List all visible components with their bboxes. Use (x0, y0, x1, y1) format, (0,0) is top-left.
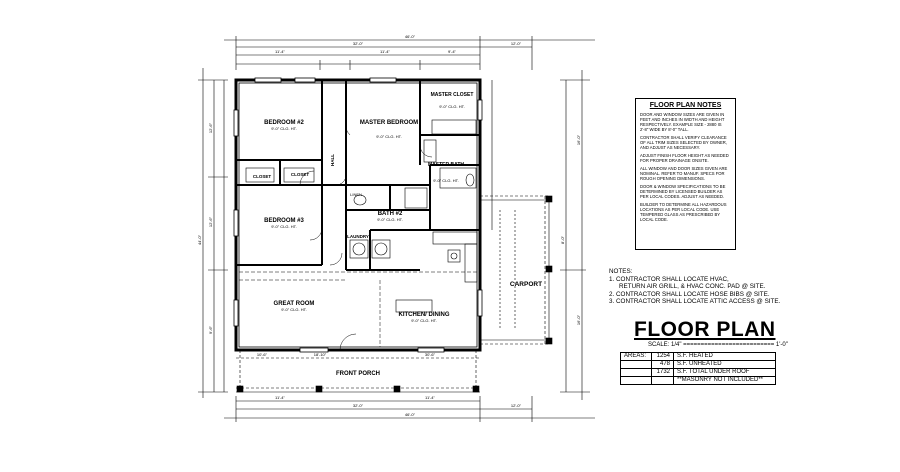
dimension-lines (198, 36, 595, 422)
interior-walls (236, 80, 480, 271)
notes-item: ALL WINDOW AND DOOR SIZES GIVEN ARE NOMI… (640, 166, 728, 181)
dim-bottom-a: 11'-4" (275, 395, 285, 400)
page-title: FLOOR PLAN (634, 318, 776, 341)
dim-top-b: 11'-4" (380, 49, 390, 54)
ceiling-bedroom2: 9'-0" CLG. HT. (271, 126, 297, 131)
ceiling-kitchen: 9'-0" CLG. HT. (411, 318, 437, 323)
table-row: **MASONRY NOT INCLUDED** (620, 376, 776, 385)
area-value (651, 376, 674, 385)
general-notes-title: NOTES: (609, 268, 633, 275)
label-bedroom3: BEDROOM #3 (264, 218, 304, 224)
label-closet2: CLOSET (291, 172, 310, 177)
label-master-closet: MASTER CLOSET (431, 92, 474, 98)
area-desc: **MASONRY NOT INCLUDED** (673, 376, 776, 385)
notes-title: FLOOR PLAN NOTES (649, 102, 722, 109)
label-linen: LINEN (350, 192, 362, 197)
dim-bottom-carport: 12'-0" (511, 403, 522, 408)
ceiling-bedroom3: 9'-0" CLG. HT. (271, 224, 297, 229)
ceiling-bath2: 9'-0" CLG. HT. (377, 217, 403, 222)
area-value: 1732 (651, 368, 674, 377)
dim-right-a: 16'-0" (576, 134, 581, 145)
dim-left-a: 12'-6" (208, 122, 213, 133)
table-row: AREAS: 1254 S.F. HEATED (620, 352, 776, 361)
room-labels: BEDROOM #2 9'-0" CLG. HT. MASTER BEDROOM… (253, 92, 542, 377)
general-notes: NOTES: 1. CONTRACTOR SHALL LOCATE HVAC, … (609, 268, 780, 306)
notes-item: BUILDER TO DETERMINE ALL HAZARDOUS LOCAT… (640, 202, 727, 222)
general-note: RETURN AIR GRILL, & HVAC CONC. PAD @ SIT… (619, 283, 766, 291)
dim-top-overall: 46'-0" (405, 34, 416, 39)
dim-top-a: 11'-4" (275, 49, 285, 54)
notes-item: ADJUST FINISH FLOOR HEIGHT AS NEEDED FOR… (640, 153, 729, 163)
area-desc: S.F. TOTAL UNDER ROOF (673, 368, 776, 377)
label-bath2: BATH #2 (378, 211, 403, 217)
floor-plan-notes: FLOOR PLAN NOTES DOOR AND WINDOW SIZES A… (635, 98, 736, 250)
ceiling-master-bedroom: 9'-0" CLG. HT. (376, 134, 402, 139)
label-laundry: LAUNDRY (347, 234, 369, 239)
general-note: 1. CONTRACTOR SHALL LOCATE HVAC, (609, 275, 729, 283)
door-swings (299, 120, 433, 351)
dim-top-carport: 12'-0" (511, 41, 522, 46)
area-desc: S.F. HEATED (673, 352, 776, 361)
ceiling-master-bath: 9'-0" CLG. HT. (433, 178, 459, 183)
label-great-room: GREAT ROOM (274, 301, 315, 307)
area-value: 478 (651, 360, 674, 369)
dim-porch-b: 18'-10" (314, 352, 327, 357)
dim-right-c: 8'-0" (560, 235, 565, 244)
dim-left-b: 12'-6" (208, 216, 213, 227)
label-hall: HALL (330, 154, 335, 166)
label-bedroom2: BEDROOM #2 (264, 120, 304, 126)
label-carport: CARPORT (510, 281, 542, 288)
areas-label: AREAS: (620, 352, 652, 361)
general-note: 3. CONTRACTOR SHALL LOCATE ATTIC ACCESS … (609, 298, 781, 306)
dim-top-c: 9'-4" (448, 49, 457, 54)
notes-item: DOOR & WINDOW SPECIFICATIONS TO BE DETER… (640, 184, 726, 199)
label-kitchen: KITCHEN/ DINING (399, 312, 450, 318)
table-row: 478 S.F. UNHEATED (620, 360, 776, 369)
area-desc: S.F. UNHEATED (673, 360, 776, 369)
label-closet1: CLOSET (253, 174, 272, 179)
notes-item: CONTRACTOR SHALL VERIFY CLEARANCE OF ALL… (640, 135, 727, 150)
table-row: 1732 S.F. TOTAL UNDER ROOF (620, 368, 776, 377)
dim-right-b: 16'-0" (576, 314, 581, 325)
porch-outline (236, 350, 480, 393)
carport-outline (480, 195, 553, 345)
label-master-bath: MASTER BATH (428, 162, 464, 168)
label-master-bedroom: MASTER BEDROOM (360, 120, 418, 126)
dim-left-overall: 44'-0" (197, 234, 202, 245)
ceiling-great-room: 9'-0" CLG. HT. (281, 307, 307, 312)
dim-porch-w: 30'-6" (425, 352, 436, 357)
areas-table: AREAS: 1254 S.F. HEATED 478 S.F. UNHEATE… (620, 352, 776, 385)
general-note: 2. CONTRACTOR SHALL LOCATE HOSE BIBS @ S… (609, 290, 770, 298)
notes-item: DOOR AND WINDOW SIZES ARE GIVEN IN FEET … (640, 112, 725, 132)
dim-bottom-overall: 46'-0" (405, 412, 416, 417)
dim-top-main: 32'-0" (353, 41, 364, 46)
fixtures (245, 119, 478, 313)
label-front-porch: FRONT PORCH (336, 371, 380, 377)
scale-note: SCALE: 1/4" ========================== 1… (648, 342, 788, 348)
dim-bottom-main: 32'-0" (353, 403, 364, 408)
beam-lines (239, 271, 477, 347)
dim-porch-a: 10'-6" (257, 352, 268, 357)
area-value: 1254 (651, 352, 674, 361)
dimension-labels: 46'-0" 32'-0" 12'-0" 11'-4" 11'-4" 9'-4"… (197, 34, 581, 417)
ceiling-master-closet: 9'-0" CLG. HT. (439, 104, 465, 109)
dim-bottom-b: 11'-4" (425, 395, 435, 400)
windows (233, 77, 483, 353)
dim-left-c: 9'-6" (208, 325, 213, 334)
